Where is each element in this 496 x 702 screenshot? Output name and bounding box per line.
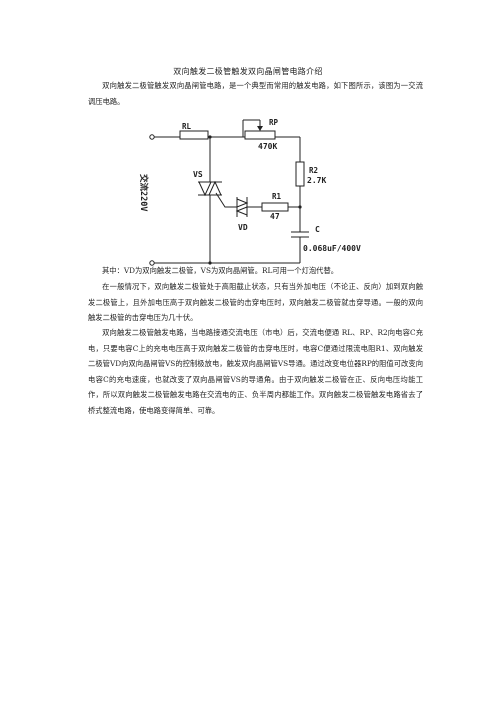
resistor-r2 [295, 161, 305, 187]
label-rp: RP [269, 118, 279, 127]
wiper-arrow [257, 126, 263, 131]
label-r1: R1 [272, 192, 282, 201]
label-rp-value: 470K [258, 142, 277, 151]
label-c-value: 0.068uF/400V [303, 244, 361, 253]
resistor-rl [179, 130, 209, 140]
terminal-bottom [149, 260, 155, 266]
label-rl: RL [182, 122, 192, 131]
junction-bottom [208, 261, 212, 265]
page-title: 双向触发二极管触发双向晶闸管电路介绍 [173, 67, 323, 76]
intro-paragraph: 双向触发二极管触发双向晶闸管电路，是一个典型而常用的触发电路，如下图所示，该图为… [88, 78, 423, 109]
label-vs: VS [193, 170, 203, 179]
label-c: C [315, 225, 320, 234]
label-vd: VD [238, 223, 248, 232]
label-ac-source: 交流220V [138, 174, 149, 211]
general-text: 在一般情况下，双向触发二极管处于高阻截止状态，只有当外加电压（不论正、反向）加到… [88, 282, 423, 323]
triac-tri-1 [198, 181, 212, 197]
wire-gate [215, 192, 237, 208]
diac-tri-1 [236, 198, 249, 208]
intro-text: 双向触发二极管触发双向晶闸管电路，是一个典型而常用的触发电路，如下图所示，该图为… [88, 81, 423, 106]
circuit-text: 双向触发二极管触发电路，当电路接通交流电压（市电）后，交流电便通 RL、RP、R… [88, 328, 423, 415]
junction-top [208, 135, 212, 139]
general-paragraph: 在一般情况下，双向触发二极管处于高阻截止状态，只有当外加电压（不论正、反向）加到… [88, 279, 423, 326]
terminal-top [149, 134, 155, 140]
potentiometer-rp [244, 130, 276, 140]
legend-text: 其中：VD为双向触发二极管，VS为双向晶闸管。RL可用一个灯泡代替。 [102, 266, 339, 275]
diac-tri-2 [235, 206, 248, 216]
legend-paragraph: 其中：VD为双向触发二极管，VS为双向晶闸管。RL可用一个灯泡代替。 [88, 263, 423, 279]
circuit-paragraph: 双向触发二极管触发电路，当电路接通交流电压（市电）后，交流电便通 RL、RP、R… [88, 325, 423, 419]
label-r1-value: 47 [270, 212, 280, 221]
resistor-r1 [261, 202, 289, 212]
label-r2: R2 [309, 166, 318, 175]
label-r2-value: 2.7K [307, 176, 326, 185]
junction-right [298, 205, 302, 209]
triac-tri-2 [208, 180, 222, 196]
